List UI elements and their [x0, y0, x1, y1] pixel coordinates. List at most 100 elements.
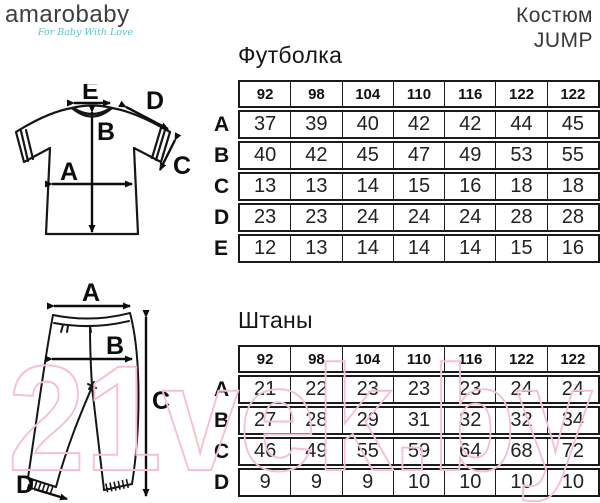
tshirt-label-E: E — [82, 84, 99, 105]
size-header-cell: 92 — [256, 350, 274, 368]
tshirt-section-title: Футболка — [238, 42, 343, 68]
size-value-cell: 40 — [254, 144, 277, 166]
size-value-cell: 18 — [495, 174, 546, 199]
size-header-cell: 122 — [546, 82, 598, 106]
product-title-line1: Костюм — [516, 4, 593, 27]
size-value-cell: 16 — [444, 174, 495, 199]
tshirt-label-A: A — [60, 158, 78, 186]
product-title: Костюм JUMP — [516, 4, 593, 54]
row-label: E — [214, 236, 229, 260]
size-value-cell: 9 — [341, 470, 393, 495]
size-value-cell: 27 — [254, 409, 277, 431]
row-label: D — [214, 470, 230, 494]
pants-label-D: D — [16, 471, 34, 499]
size-header-cell: 122 — [546, 347, 598, 371]
row-label: A — [214, 112, 230, 136]
size-value-cell: 32 — [444, 408, 495, 433]
brand-logo: amarobaby For Baby With Love — [5, 1, 135, 39]
row-label: A — [214, 377, 230, 401]
size-value-cell: 28 — [290, 408, 341, 433]
size-value-cell: 24 — [392, 205, 444, 230]
size-value-cell: 39 — [290, 112, 341, 137]
size-header-cell: 104 — [341, 347, 393, 371]
size-value-cell: 68 — [495, 439, 546, 464]
size-value-cell: 13 — [290, 236, 341, 261]
size-value-cell: 49 — [290, 439, 341, 464]
size-value-cell: 23 — [444, 377, 495, 402]
size-value-cell: 72 — [546, 439, 598, 464]
size-value-cell: 49 — [444, 143, 495, 168]
pants-label-C: C — [152, 387, 170, 415]
size-value-cell: 18 — [546, 174, 598, 199]
size-value-cell: 23 — [290, 205, 341, 230]
pants-label-A: A — [82, 282, 100, 307]
tshirt-label-B: B — [97, 118, 115, 146]
size-header-cell: 122 — [495, 82, 546, 106]
size-header-cell: 98 — [290, 82, 341, 106]
size-value-cell: 12 — [254, 237, 277, 259]
row-label — [214, 345, 238, 373]
size-value-cell: 59 — [392, 439, 444, 464]
brand-tagline: For Baby With Love — [37, 27, 133, 39]
size-header-cell: 110 — [392, 347, 444, 371]
size-value-cell: 42 — [290, 143, 341, 168]
size-value-cell: 16 — [546, 236, 598, 261]
size-value-cell: 23 — [254, 206, 277, 228]
size-value-cell: 34 — [546, 408, 598, 433]
size-value-cell: 22 — [290, 377, 341, 402]
size-value-cell: 28 — [546, 205, 598, 230]
size-value-cell: 55 — [546, 143, 598, 168]
size-value-cell: 15 — [495, 236, 546, 261]
size-value-cell: 23 — [392, 377, 444, 402]
size-value-cell: 47 — [392, 143, 444, 168]
size-value-cell: 64 — [444, 439, 495, 464]
size-header-cell: 104 — [341, 82, 393, 106]
pants-measure-arrows — [26, 302, 150, 501]
size-header-cell: 116 — [444, 82, 495, 106]
row-label: D — [214, 205, 230, 229]
size-value-cell: 37 — [254, 113, 277, 135]
size-value-cell: 45 — [341, 143, 393, 168]
pants-diagram: A B C D — [16, 282, 170, 501]
size-value-cell: 28 — [495, 205, 546, 230]
tshirt-label-C: C — [173, 152, 191, 180]
size-value-cell: 13 — [290, 174, 341, 199]
size-value-cell: 42 — [444, 112, 495, 137]
size-header-cell: 98 — [290, 347, 341, 371]
size-value-cell: 23 — [341, 377, 393, 402]
size-value-cell: 31 — [392, 408, 444, 433]
brand-logo-text: amarobaby — [5, 1, 130, 28]
size-value-cell: 15 — [392, 174, 444, 199]
size-value-cell: 45 — [546, 112, 598, 137]
size-value-cell: 24 — [495, 377, 546, 402]
size-header-cell: 110 — [392, 82, 444, 106]
size-value-cell: 10 — [495, 470, 546, 495]
size-value-cell: 44 — [495, 112, 546, 137]
size-value-cell: 14 — [341, 236, 393, 261]
size-value-cell: 10 — [444, 470, 495, 495]
size-header-cell: 92 — [256, 85, 274, 103]
size-value-cell: 9 — [259, 471, 271, 493]
